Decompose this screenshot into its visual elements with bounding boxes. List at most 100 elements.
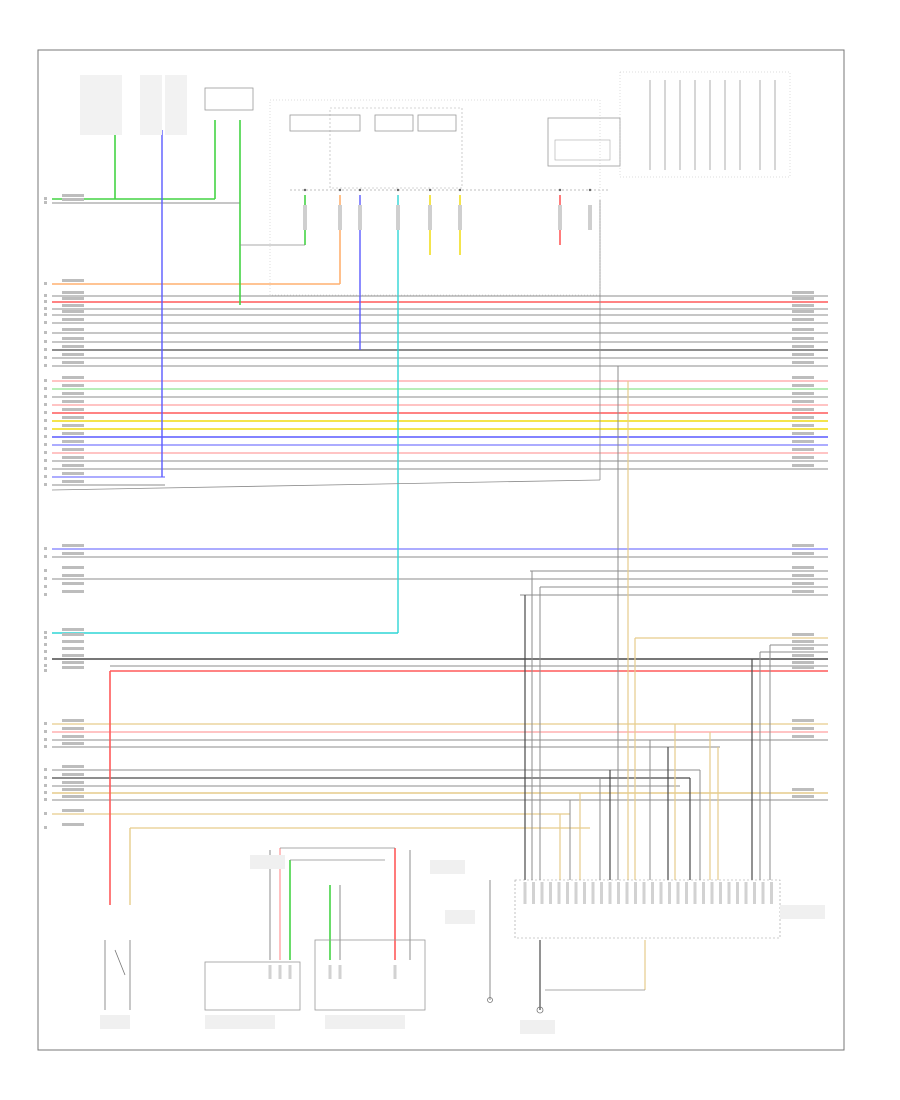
wire-label-right-17	[792, 400, 814, 403]
connector-pin-top-5	[428, 188, 432, 192]
pin-number-35	[44, 636, 47, 639]
pin-number-6	[44, 307, 47, 310]
wire-label-left-50	[62, 809, 84, 812]
connector-pin-top-1	[303, 188, 307, 192]
cluster-pin-28	[753, 882, 756, 904]
pin-number-49	[44, 798, 47, 801]
pin-number-41	[44, 722, 47, 725]
component-caption-4	[520, 1020, 555, 1034]
wire-label-left-36	[62, 640, 84, 643]
wire-label-right-6	[792, 304, 814, 307]
wire-label-right-9	[792, 328, 814, 331]
wire-jog-5	[51, 479, 601, 491]
pin-number-4	[44, 294, 47, 297]
wire-label-right-31	[792, 574, 814, 577]
wire-label-right-40	[792, 666, 814, 669]
wire-label-right-11	[792, 345, 814, 348]
cluster-pin-8	[583, 882, 586, 904]
wire-label-left-13	[62, 361, 84, 364]
pin-number-3	[44, 282, 47, 285]
wire-label-right-16	[792, 392, 814, 395]
cluster-pin-14	[634, 882, 637, 904]
connector-label-top-4	[396, 205, 400, 230]
connector-label-top-8	[588, 205, 592, 230]
cluster-pin-22	[702, 882, 705, 904]
pin-number-38	[44, 657, 47, 660]
relay-inner-box	[554, 139, 611, 161]
wire-label-right-15	[792, 384, 814, 387]
wire-label-right-33	[792, 590, 814, 593]
wire-label-left-10	[62, 337, 84, 340]
wire-label-right-41	[792, 719, 814, 722]
pin-number-19	[44, 419, 47, 422]
connector-label-top-5	[428, 205, 432, 230]
cluster-pin-11	[608, 882, 612, 904]
connector-label-top-2	[338, 205, 342, 230]
pin-number-15	[44, 387, 47, 390]
pin-number-1	[44, 197, 47, 200]
component-caption-7	[430, 860, 465, 874]
cluster-pin-9	[591, 882, 595, 904]
cluster-pin-16	[651, 882, 654, 904]
cluster-pin-7	[574, 882, 578, 904]
pin-number-30	[44, 569, 47, 572]
wire-label-left-8	[62, 318, 84, 321]
pin-number-26	[44, 475, 47, 478]
switch-pin-3	[288, 965, 292, 979]
pin-number-42	[44, 730, 47, 733]
pin-number-10	[44, 340, 47, 343]
fuse-label-block-2	[100, 75, 122, 135]
pin-number-9	[44, 331, 47, 334]
cluster-pin-6	[566, 882, 569, 904]
pin-number-16	[44, 395, 47, 398]
wire-label-left-42	[62, 727, 84, 730]
pin-number-46	[44, 776, 47, 779]
cluster-pin-2	[532, 882, 535, 904]
cluster-pin-3	[540, 882, 544, 904]
seatbelt-buckle-switch	[104, 940, 131, 1010]
cluster-pin-1	[523, 882, 527, 904]
pin-number-14	[44, 379, 47, 382]
connector-pin-top-4	[396, 188, 400, 192]
connector-pin-top-8	[588, 188, 592, 192]
wire-label-left-12	[62, 353, 84, 356]
pin-number-8	[44, 321, 47, 324]
pin-number-47	[44, 784, 47, 787]
pin-number-45	[44, 768, 47, 771]
cluster-pin-17	[659, 882, 663, 904]
wire-label-right-4	[792, 291, 814, 294]
vertical-wires	[51, 120, 771, 1010]
connector-label-top-6	[458, 205, 462, 230]
ground-point-right	[536, 1006, 544, 1014]
wire-label-right-19	[792, 416, 814, 419]
pin-number-24	[44, 459, 47, 462]
pin-number-12	[44, 356, 47, 359]
wire-label-left-40	[62, 666, 84, 669]
switch-pin-4	[328, 965, 332, 979]
pin-number-43	[44, 738, 47, 741]
engine-room-outline	[269, 99, 601, 296]
pin-number-32	[44, 585, 47, 588]
pin-number-21	[44, 435, 47, 438]
pin-number-34	[44, 631, 47, 634]
cluster-pin-19	[676, 882, 680, 904]
wire-label-left-25	[62, 464, 84, 467]
connector-label-top-3	[358, 205, 362, 230]
wire-label-left-3	[62, 279, 84, 282]
cluster-pin-26	[736, 882, 739, 904]
pin-number-23	[44, 451, 47, 454]
module-connector-c	[417, 114, 457, 132]
wire-label-right-14	[792, 376, 814, 379]
wire-label-right-39	[792, 661, 814, 664]
fuse-label-block-3	[140, 75, 162, 135]
pin-number-31	[44, 577, 47, 580]
pin-number-48	[44, 791, 47, 794]
rear-seat-switch-module	[314, 939, 426, 1011]
switch-pin-6	[393, 965, 397, 979]
cluster-pin-30	[770, 882, 773, 904]
pin-number-29	[44, 555, 47, 558]
wire-label-left-4	[62, 291, 84, 294]
cluster-pin-10	[600, 882, 603, 904]
wire-label-right-49	[792, 795, 814, 798]
